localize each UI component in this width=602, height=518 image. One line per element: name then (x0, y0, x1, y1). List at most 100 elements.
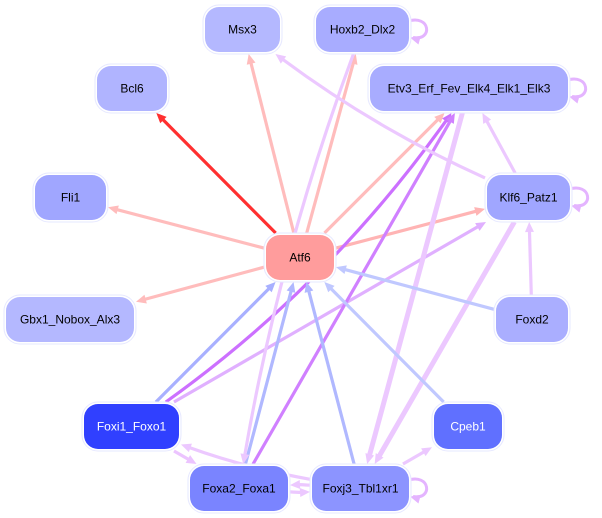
arrowhead (569, 94, 580, 104)
edge-foxi1-foxo1-to-atf6 (154, 282, 276, 404)
node-foxa2-foxa1[interactable]: Foxa2_Foxa1 (187, 463, 291, 514)
edge-foxj3-tbl1xr1-to-atf6 (304, 282, 356, 465)
edge-foxa2-foxa1-to-atf6 (243, 282, 296, 465)
edge-line (484, 119, 517, 174)
arrowhead (240, 453, 250, 464)
edge-line (343, 267, 495, 311)
edge-etv3-to-foxj3-tbl1xr1 (365, 112, 465, 464)
node-atf6[interactable]: Atf6 (263, 232, 337, 283)
edge-foxa2-foxa1-to-foxj3-tbl1xr1 (289, 487, 310, 497)
node-foxj3-tbl1xr1[interactable]: Foxj3_Tbl1xr1 (309, 463, 412, 514)
edge-klf6-patz1-to-klf6-patz1 (567, 186, 590, 213)
arrowhead (185, 455, 197, 464)
arrowhead (108, 205, 119, 215)
edge-line (143, 265, 265, 302)
node-box (370, 66, 568, 111)
edge-foxd2-to-atf6 (336, 265, 495, 311)
node-box (205, 7, 280, 52)
arrowhead (410, 35, 421, 45)
edge-foxj3-tbl1xr1-to-foxa2-foxa1 (290, 479, 311, 489)
node-klf6-patz1[interactable]: Klf6_Patz1 (484, 172, 573, 223)
node-label: Bcl6 (120, 82, 144, 96)
arrowhead (304, 282, 314, 293)
edge-foxi1-foxo1-to-klf6-patz1 (173, 222, 487, 404)
edge-line (243, 289, 294, 465)
edge-foxj3-tbl1xr1-to-foxj3-tbl1xr1 (406, 477, 429, 504)
node-label: Gbx1_Nobox_Alx3 (20, 313, 120, 327)
arrowhead (524, 222, 534, 233)
node-box (97, 66, 167, 111)
node-label: Foxd2 (515, 313, 549, 327)
node-bcl6[interactable]: Bcl6 (94, 63, 170, 114)
edge-foxd2-to-klf6-patz1 (524, 222, 534, 296)
edge-line (527, 229, 533, 296)
node-cpeb1[interactable]: Cpeb1 (431, 401, 505, 452)
node-box (434, 404, 502, 449)
node-foxi1-foxo1[interactable]: Foxi1_Foxo1 (81, 401, 182, 452)
edge-atf6-to-gbx1 (136, 265, 265, 304)
node-gbx1[interactable]: Gbx1_Nobox_Alx3 (3, 294, 137, 345)
node-label: Klf6_Patz1 (499, 191, 557, 205)
node-label: Cpeb1 (450, 420, 486, 434)
node-hoxb2-dlx2[interactable]: Hoxb2_Dlx2 (313, 4, 412, 55)
edge-foxj3-tbl1xr1-to-cpeb1 (402, 447, 432, 466)
edge-atf6-to-klf6-patz1 (335, 207, 485, 250)
arrowhead (434, 113, 445, 124)
edge-line (115, 207, 265, 250)
node-label: Hoxb2_Dlx2 (330, 23, 396, 37)
node-box (84, 404, 179, 449)
edge-atf6-to-fli1 (108, 205, 265, 250)
arrowhead (156, 113, 167, 124)
arrowhead (136, 294, 147, 304)
edge-hoxb2-dlx2-to-hoxb2-dlx2 (406, 18, 429, 45)
edge-line (328, 286, 445, 404)
node-label: Fli1 (61, 191, 81, 205)
node-box (312, 466, 409, 511)
arrowhead (446, 113, 455, 124)
node-foxd2[interactable]: Foxd2 (493, 294, 571, 345)
edge-line (251, 119, 453, 465)
edge-line (402, 449, 426, 466)
arrowhead (374, 453, 384, 464)
arrowhead (410, 494, 421, 504)
edge-line (376, 220, 517, 459)
edge-line (306, 289, 356, 465)
arrowhead (571, 203, 582, 213)
node-label: Atf6 (289, 251, 311, 265)
arrowhead (421, 447, 432, 457)
edge-line (160, 117, 277, 235)
edge-line (305, 61, 356, 234)
arrowhead (324, 282, 335, 293)
edge-line (173, 224, 480, 404)
edge-line (249, 61, 296, 234)
node-box (496, 297, 568, 342)
node-fli1[interactable]: Fli1 (32, 172, 109, 223)
edge-foxa2-foxa1-to-etv3 (251, 113, 455, 465)
edge-foxi1-foxo1-to-foxa2-foxa1 (173, 449, 197, 464)
arrowhead (475, 222, 487, 231)
node-box (266, 235, 334, 280)
node-box (190, 466, 288, 511)
edge-line (335, 209, 478, 250)
edge-line (280, 57, 486, 180)
node-msx3[interactable]: Msx3 (202, 4, 283, 55)
node-box (35, 175, 106, 220)
arrowhead (474, 207, 485, 216)
edge-cpeb1-to-atf6 (324, 282, 445, 404)
edge-atf6-to-bcl6 (156, 113, 277, 235)
node-label: Msx3 (228, 23, 257, 37)
edge-klf6-patz1-to-etv3 (482, 113, 517, 174)
edge-atf6-to-etv3 (323, 113, 445, 235)
arrowhead (365, 453, 375, 464)
arrowhead (482, 113, 492, 124)
edge-atf6-to-msx3 (246, 54, 296, 234)
node-etv3[interactable]: Etv3_Erf_Fev_Elk4_Elk1_Elk3 (367, 63, 571, 114)
node-label: Foxa2_Foxa1 (202, 482, 276, 496)
arrowhead (275, 54, 287, 64)
node-label: Foxj3_Tbl1xr1 (322, 482, 398, 496)
edge-line (154, 286, 272, 404)
arrowhead (246, 54, 256, 65)
